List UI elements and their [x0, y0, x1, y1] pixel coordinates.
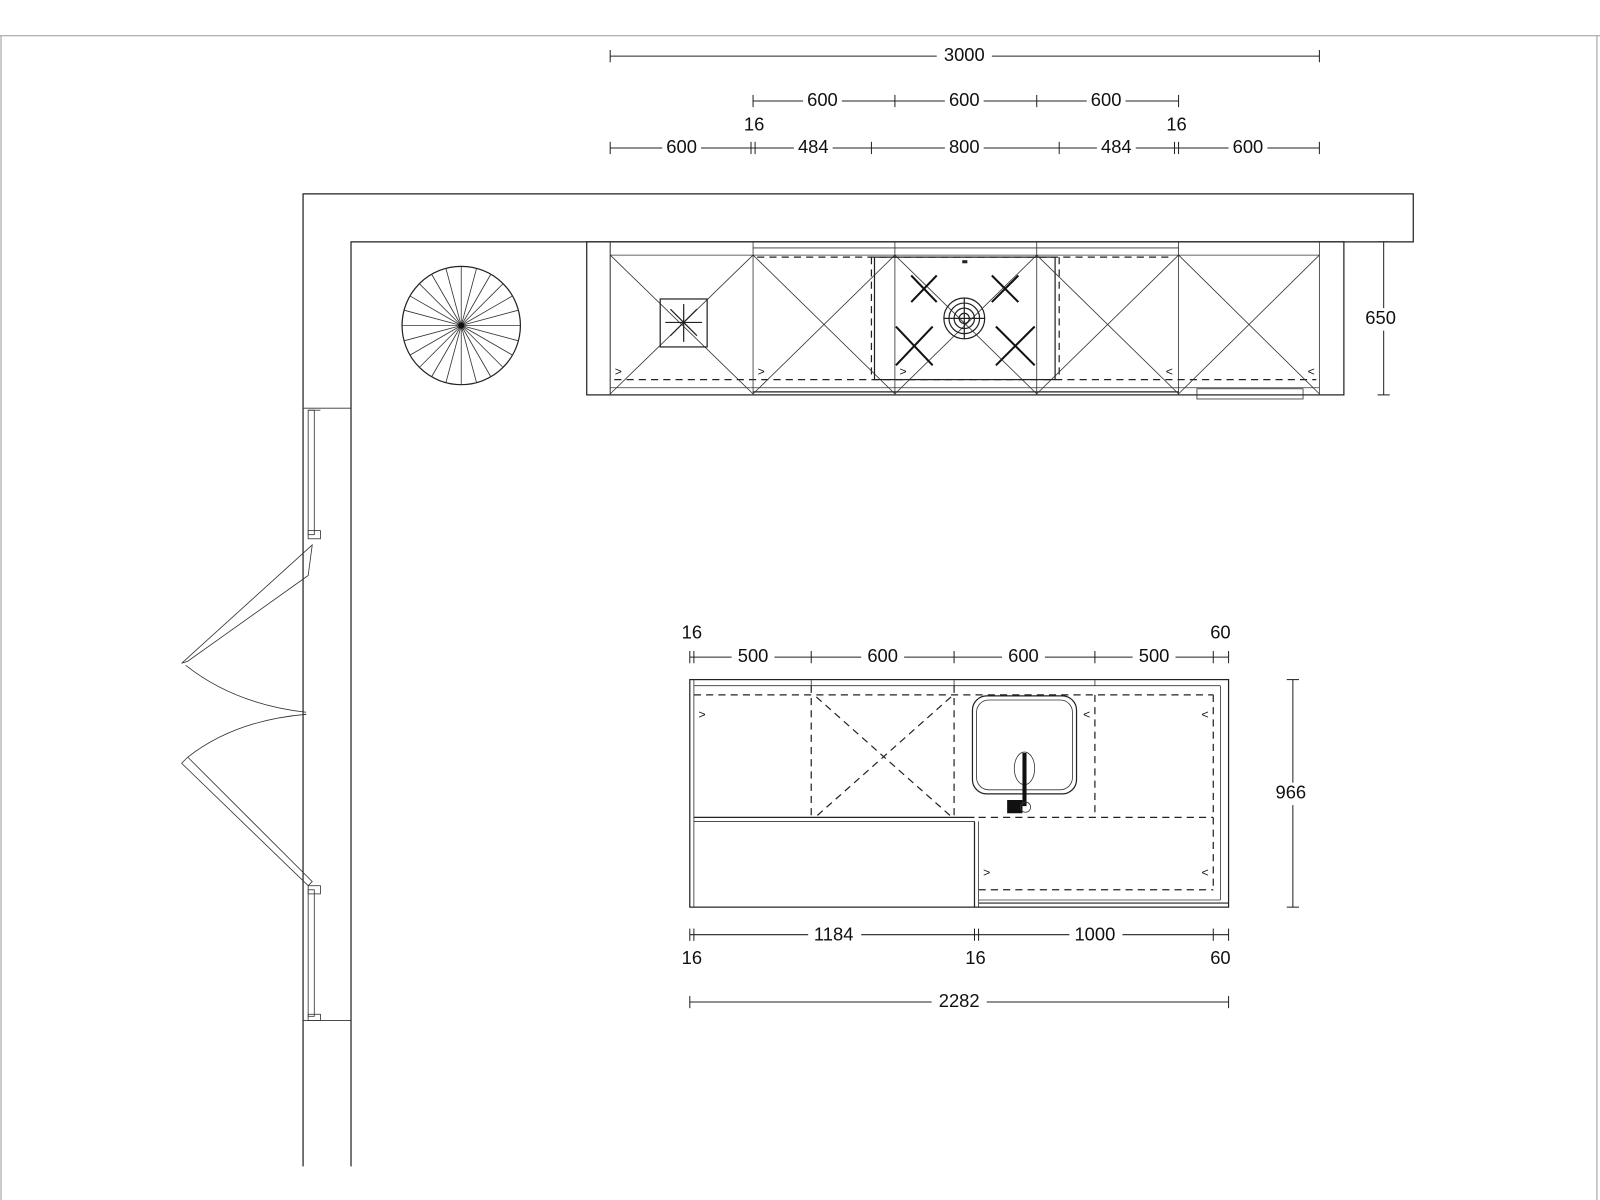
dim-lower: 600	[666, 136, 697, 157]
table-center	[458, 322, 465, 329]
dim-gap: 16	[682, 622, 702, 643]
cabinet-diagonal	[752, 254, 896, 395]
dim-lower: 800	[949, 136, 980, 157]
dim-depth-650: 650	[1365, 307, 1396, 328]
dim-island-top: 500	[1139, 645, 1170, 666]
round-table	[401, 265, 522, 386]
table-segment	[403, 325, 462, 342]
cabinet-diagonal	[894, 254, 1038, 395]
wall-cabinet-run: > > > < <	[586, 241, 1345, 400]
svg-text:>: >	[983, 866, 990, 880]
table-segment	[460, 325, 504, 368]
wall-run-dimensions: 3000 600 600 600 16 16 600 484 800 484 6…	[662, 44, 1403, 331]
dim-lower: 484	[1101, 136, 1132, 157]
dim-gap-right: 16	[1166, 113, 1186, 134]
sink	[971, 695, 1078, 814]
fan-icon	[943, 297, 986, 340]
dim-upper: 600	[949, 89, 980, 110]
svg-text:>: >	[698, 708, 705, 722]
double-door	[181, 543, 313, 887]
cooktop	[873, 256, 1056, 381]
table-segment	[431, 274, 462, 326]
hinge-mark: >	[758, 365, 765, 379]
dim-island-overall: 2282	[939, 990, 980, 1011]
dim-lower: 600	[1233, 136, 1264, 157]
hinge-mark: <	[1166, 365, 1173, 379]
sheet-frame	[0, 35, 1600, 1200]
svg-text:<: <	[1202, 708, 1209, 722]
svg-text:<: <	[1202, 866, 1209, 880]
table-segment	[460, 325, 492, 377]
table-segment	[445, 268, 462, 326]
hinge-mark: >	[899, 365, 906, 379]
dim-island-depth: 966	[1275, 782, 1306, 803]
hinge-mark: >	[615, 365, 622, 379]
svg-text:<: <	[1083, 708, 1090, 722]
table-segment	[461, 325, 519, 342]
dim-upper: 600	[807, 89, 838, 110]
table-segment	[460, 325, 477, 383]
dim-gap-left: 16	[744, 113, 764, 134]
dim-gap: 60	[1210, 947, 1230, 968]
freezer-icon	[659, 298, 708, 348]
dim-lower: 484	[798, 136, 829, 157]
table-segment	[419, 283, 462, 326]
table-segment	[461, 325, 513, 356]
dim-island-top: 600	[1008, 645, 1039, 666]
table-segment	[461, 295, 513, 326]
table-segment	[445, 325, 462, 383]
hinge-mark: <	[1308, 365, 1315, 379]
dim-island-bottom: 1000	[1074, 924, 1115, 945]
table-segment	[409, 325, 462, 356]
cabinet-diagonal	[1178, 254, 1320, 395]
table-segment	[431, 325, 462, 377]
window-upper	[307, 409, 321, 540]
table-segment	[460, 268, 477, 326]
table-segment	[409, 295, 462, 326]
dim-overall-3000: 3000	[944, 44, 985, 65]
dim-gap: 60	[1210, 622, 1230, 643]
dim-island-bottom: 1184	[814, 924, 853, 945]
kitchen-island: > < < > <	[689, 678, 1230, 908]
table-segment	[460, 283, 504, 326]
dim-upper: 600	[1091, 89, 1122, 110]
cabinet-diagonal	[1036, 254, 1179, 395]
dim-gap: 16	[965, 947, 985, 968]
island-dimensions: 16 60 500 600 600 500 966 1184 1000 16 1…	[682, 622, 1314, 1014]
window-lower	[307, 885, 321, 1021]
dim-island-top: 500	[738, 645, 769, 666]
table-segment	[461, 309, 519, 326]
dim-island-top: 600	[867, 645, 898, 666]
table-segment	[419, 325, 462, 368]
table-segment	[460, 274, 492, 326]
table-segment	[403, 309, 462, 326]
dim-gap: 16	[682, 947, 702, 968]
